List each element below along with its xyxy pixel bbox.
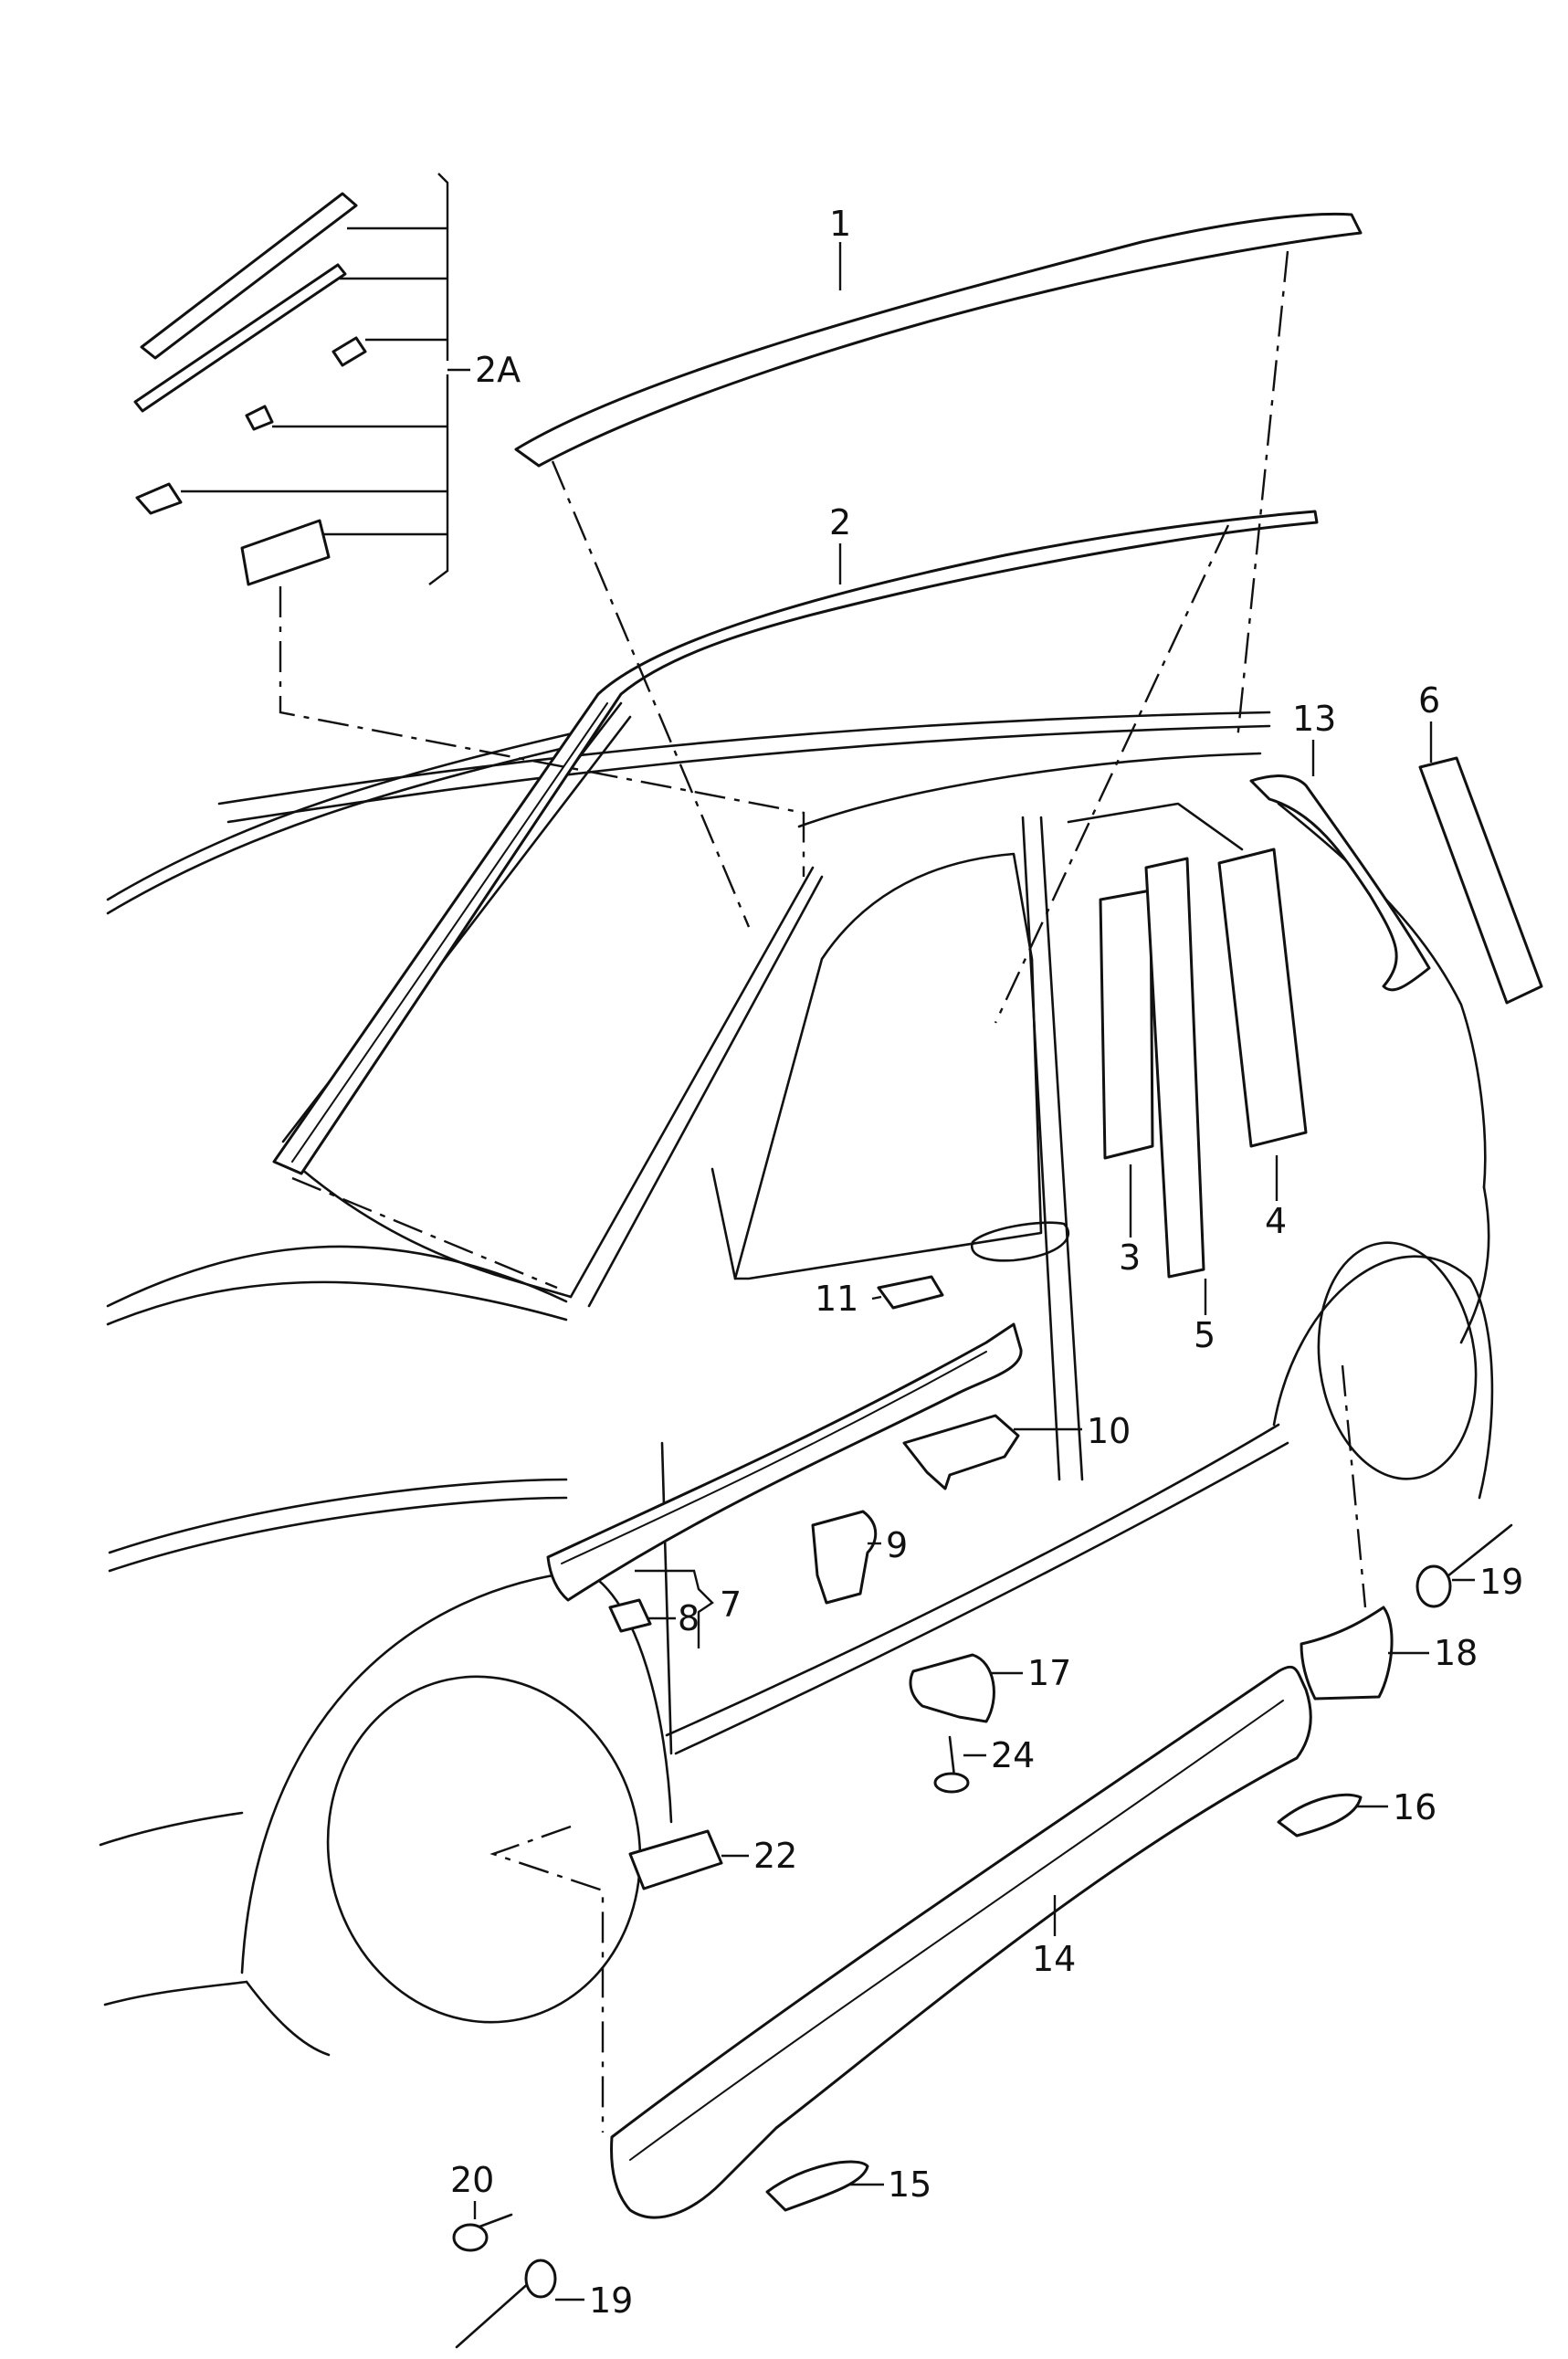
part-13-rear-trim: [1249, 774, 1431, 992]
part-20-screw: [452, 2213, 513, 2252]
callout-6: 6: [1418, 680, 1440, 721]
part-19-rivet-bottom: [455, 2259, 557, 2349]
callout-labels: 1 2 2A 3 4 5 6 7 8 9 10 11 13 14 15 16 1…: [450, 204, 1523, 2321]
callout-4: 4: [1265, 1201, 1287, 1241]
callout-16: 16: [1393, 1787, 1436, 1827]
callout-17: 17: [1027, 1653, 1071, 1693]
part-22-bracket: [628, 1829, 723, 1890]
callout-13: 13: [1292, 699, 1336, 739]
leader-lines: [181, 173, 1475, 2301]
part-5-pillar-trim: [1144, 857, 1205, 1279]
callout-1: 1: [829, 204, 851, 244]
part-10-bracket: [902, 1414, 1020, 1490]
part-11-clip: [877, 1275, 944, 1310]
part-1-roof-trim: [514, 212, 1363, 468]
callout-24: 24: [991, 1735, 1035, 1775]
part-9-bracket: [811, 1510, 878, 1605]
callout-19-top: 19: [1479, 1562, 1523, 1602]
part-17-bracket: [909, 1653, 995, 1723]
part-19-rivet-top: [1415, 1523, 1513, 1608]
part-16-end-cap: [1277, 1793, 1363, 1838]
part-6-rear-pillar-trim: [1418, 756, 1543, 1005]
callout-7: 7: [720, 1585, 742, 1625]
callout-15: 15: [888, 2164, 931, 2205]
callout-2a: 2A: [475, 350, 521, 390]
part-8-clip: [608, 1598, 652, 1633]
callout-5: 5: [1194, 1315, 1215, 1355]
part-7-door-moulding: [546, 1322, 1023, 1602]
part-2-roof-moulding: [272, 510, 1319, 1175]
callout-22: 22: [753, 1836, 797, 1876]
callout-10: 10: [1087, 1411, 1131, 1451]
part-18-bracket: [1300, 1606, 1394, 1701]
callout-3: 3: [1119, 1237, 1141, 1278]
callout-18: 18: [1434, 1633, 1478, 1673]
callout-14: 14: [1032, 1939, 1076, 1979]
callout-9: 9: [886, 1525, 908, 1565]
part-15-end-cap: [765, 2160, 869, 2212]
callout-2: 2: [829, 502, 851, 542]
part-2a-kit: [133, 192, 367, 586]
assembly-lines: [279, 250, 1367, 2133]
callout-11: 11: [815, 1279, 858, 1319]
part-24-screw: [933, 1735, 970, 1794]
part-14-sill-panel: [610, 1665, 1312, 2219]
callout-19-bottom: 19: [589, 2280, 633, 2321]
callout-8: 8: [678, 1598, 700, 1638]
part-4-pillar-trim: [1217, 848, 1308, 1148]
part-3-pillar-trim: [1099, 889, 1154, 1160]
callout-20: 20: [450, 2160, 494, 2200]
